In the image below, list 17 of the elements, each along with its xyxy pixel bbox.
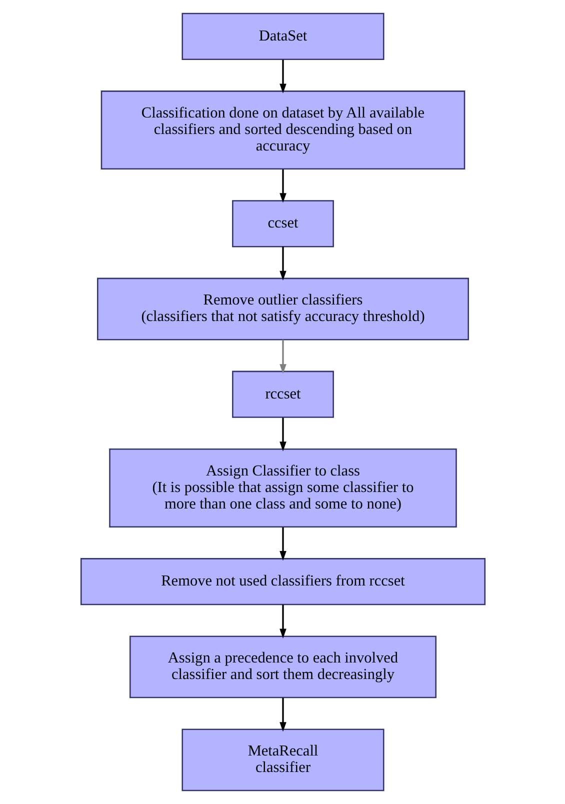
arrow — [279, 604, 286, 638]
arrow — [279, 60, 286, 94]
node-box: rccset — [232, 370, 334, 418]
node-box: MetaRecall classifier — [181, 728, 384, 792]
node-box: DataSet — [181, 12, 384, 60]
arrow — [279, 246, 286, 281]
node-box: ccset — [232, 200, 334, 248]
node-box: Assign Classifier to class (It is possible that assign some classifier to more than one class and some to none) — [108, 448, 456, 528]
arrow — [279, 340, 286, 374]
arrow — [279, 698, 286, 732]
node-box: Classification done on dataset by All available classifiers and sorted descending based on accuracy — [100, 90, 465, 170]
node-box: Assign a precedence to each involved classifier and sort them decreasingly — [129, 636, 436, 698]
node-box: Remove outlier classifiers (classifiers that not satisfy accuracy threshold) — [96, 278, 468, 340]
arrow — [279, 169, 286, 203]
arrow — [279, 527, 286, 561]
node-box: Remove not used classifiers from rccset — [80, 558, 486, 606]
arrow — [279, 418, 286, 452]
